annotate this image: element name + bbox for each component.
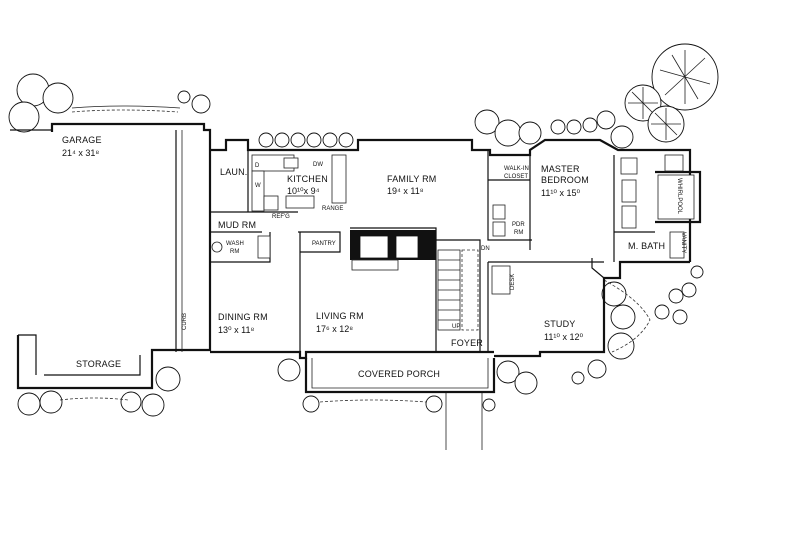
washer-label: W xyxy=(255,183,261,189)
dining-dims: 13⁰ x 11⁸ xyxy=(218,325,254,335)
family-dims: 19⁴ x 11⁸ xyxy=(387,186,424,196)
ref-label: REF'G xyxy=(272,214,290,220)
fixture-labels: DW RANGE REF'G D W WHIRLPOOL VANITY DESK… xyxy=(255,162,686,330)
master-dims: 11¹⁰ x 15⁰ xyxy=(541,188,580,198)
room-labels: GARAGE 21⁴ x 31⁸ STORAGE CURB LAUN. KITC… xyxy=(62,135,665,379)
mudroom-label: MUD RM xyxy=(218,220,256,230)
mbath-label: M. BATH xyxy=(628,241,665,251)
shrub-row-family xyxy=(258,132,354,148)
foyer-label: FOYER xyxy=(451,338,483,348)
study-label: STUDY xyxy=(544,319,576,329)
storage-label: STORAGE xyxy=(76,359,121,369)
study-desk xyxy=(491,265,511,295)
master-label-2: BEDROOM xyxy=(541,175,589,185)
kitchen-label: KITCHEN xyxy=(287,174,328,184)
curb-label: CURB xyxy=(182,313,188,330)
garage-dims: 21⁴ x 31⁸ xyxy=(62,148,99,158)
house-walls xyxy=(210,138,702,394)
whirlpool-label: WHIRLPOOL xyxy=(676,178,682,215)
kitchen-fixtures xyxy=(211,154,347,259)
dining-label: DINING RM xyxy=(218,312,268,322)
stairs xyxy=(437,249,479,331)
shrub-cluster-right xyxy=(571,265,704,385)
walkway xyxy=(445,392,483,450)
vanity-label: VANITY xyxy=(680,232,686,253)
pdr-label: PDR xyxy=(512,222,525,228)
wash-label: WASH xyxy=(226,241,244,247)
kitchen-dims: 10¹⁰x 9⁴ xyxy=(287,186,320,196)
range-label: RANGE xyxy=(322,206,343,212)
dw-label: DW xyxy=(313,162,323,168)
pdr-label-2: RM xyxy=(514,230,523,236)
tree-cluster xyxy=(624,43,719,143)
desk-label: DESK xyxy=(510,274,516,290)
family-label: FAMILY RM xyxy=(387,174,436,184)
dn-label: DN xyxy=(481,246,490,252)
dryer-label: D xyxy=(255,163,260,169)
shrub-cluster-garage xyxy=(8,73,211,133)
up-label: UP xyxy=(452,324,460,330)
walkin-label: WALK-IN xyxy=(504,166,529,172)
porch-label: COVERED PORCH xyxy=(358,369,440,379)
pantry-label: PANTRY xyxy=(312,241,336,247)
study-dims: 11¹⁰ x 12⁰ xyxy=(544,332,583,342)
master-label: MASTER xyxy=(541,164,580,174)
walkin-label-2: CLOSET xyxy=(504,174,528,180)
garage xyxy=(10,122,212,390)
shrub-cluster-bottom xyxy=(17,358,538,417)
laundry-label: LAUN. xyxy=(220,167,248,177)
landscaping xyxy=(8,43,719,450)
fireplace xyxy=(350,230,436,271)
garage-label: GARAGE xyxy=(62,135,102,145)
shrub-cluster-bedroom xyxy=(474,109,634,149)
bath-fixtures xyxy=(492,154,695,259)
living-dims: 17⁶ x 12⁸ xyxy=(316,324,353,334)
wash-label-2: RM xyxy=(230,249,239,255)
living-label: LIVING RM xyxy=(316,311,364,321)
